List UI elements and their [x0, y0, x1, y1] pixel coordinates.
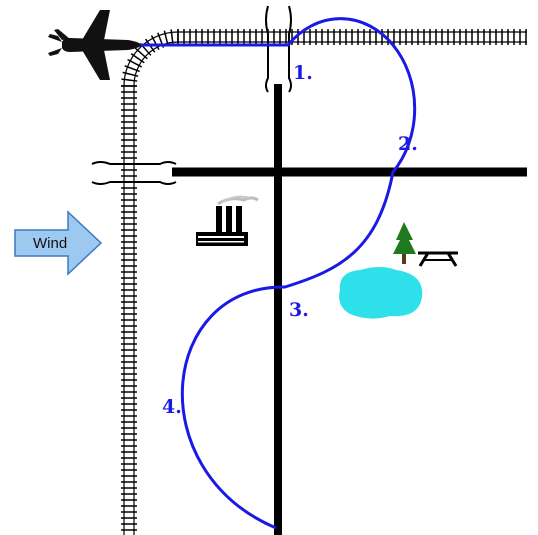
- railroad-tracks: [121, 29, 527, 535]
- bridge-top: [265, 5, 292, 93]
- wind-arrow-icon: [14, 210, 103, 276]
- rail-tie: [150, 35, 160, 51]
- rail-tie: [130, 53, 145, 64]
- rail: [133, 41, 179, 87]
- rail-tie: [134, 47, 148, 60]
- pond-icon: [339, 267, 423, 319]
- factory-icon: [196, 195, 259, 246]
- label-point-3: 3.: [289, 299, 309, 321]
- tree-icon: [393, 222, 416, 264]
- label-point-4: 4.: [162, 396, 182, 418]
- airplane-icon: [48, 10, 141, 80]
- picnic-table-icon: [418, 251, 458, 267]
- wind-label: Wind: [33, 235, 67, 252]
- bridge-left: [91, 161, 177, 185]
- flight-path: [140, 17, 417, 530]
- rail: [123, 31, 179, 87]
- label-point-1: 1.: [293, 62, 313, 84]
- rail-tie: [124, 65, 140, 73]
- rail-tie: [122, 71, 139, 77]
- rail-tie: [170, 29, 174, 46]
- rail-tie: [121, 78, 138, 82]
- roads: [172, 84, 527, 535]
- label-point-2: 2.: [398, 133, 418, 155]
- rail-tie: [127, 58, 143, 68]
